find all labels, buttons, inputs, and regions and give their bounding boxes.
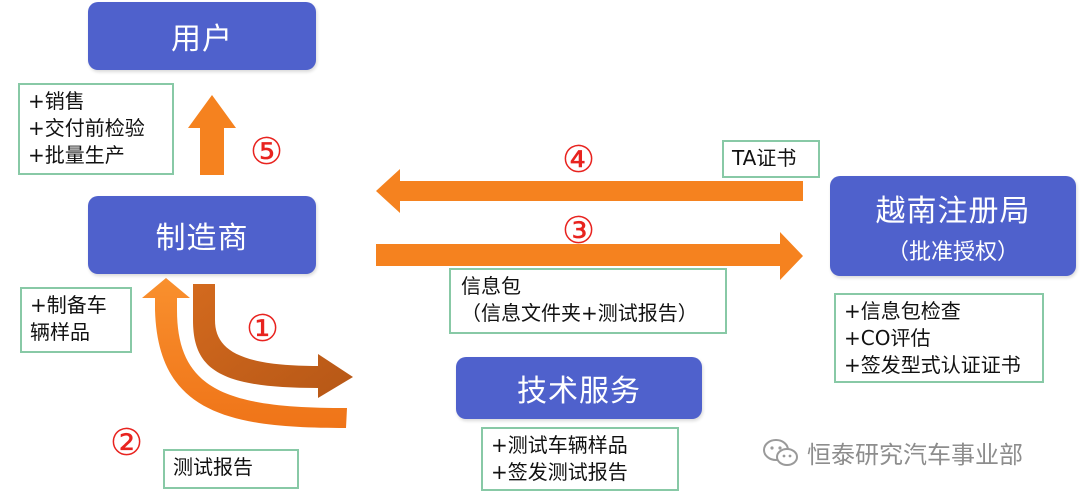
note-line: 测试报告 (173, 455, 253, 479)
watermark: 恒泰研究汽车事业部 (763, 435, 1023, 470)
wechat-icon (763, 438, 798, 466)
note-line: +CO评估 (844, 326, 931, 350)
manufacturer-box: 制造商 (88, 196, 316, 274)
test-report-note: 测试报告 (163, 449, 299, 489)
registry-tasks-note: +信息包检查 +CO评估 +签发型式认证证书 (834, 293, 1044, 383)
vehicle-samples-note: +制备车 辆样品 (20, 287, 132, 353)
step-5-label: ⑤ (250, 130, 284, 173)
note-line: +测试车辆样品 (491, 433, 628, 457)
arrow-2-curved (142, 278, 347, 428)
arrow-5-up (188, 95, 236, 175)
note-line: +签发测试报告 (491, 460, 628, 484)
arrow-3-right (376, 232, 803, 280)
note-line: TA证书 (732, 146, 797, 170)
manufacturer-tasks-note: +销售 +交付前检验 +批量生产 (18, 83, 174, 175)
tech-service-label: 技术服务 (517, 374, 641, 409)
note-line: +交付前检验 (28, 116, 145, 140)
arrow-4-left (376, 169, 803, 213)
step-4-label: ④ (562, 138, 596, 181)
registry-box: 越南注册局 （批准授权） (830, 176, 1076, 276)
note-line: （信息文件夹+测试报告） (461, 301, 698, 325)
registry-title: 越南注册局 (875, 194, 1031, 229)
watermark-text: 恒泰研究汽车事业部 (807, 441, 1023, 469)
note-line: +信息包检查 (844, 299, 961, 323)
step-2-label: ② (110, 421, 144, 464)
note-line: +制备车 (30, 293, 107, 317)
tech-service-box: 技术服务 (456, 357, 702, 419)
user-label: 用户 (171, 22, 233, 57)
user-box: 用户 (88, 2, 316, 70)
step-1-label: ① (246, 307, 280, 350)
arrow-1-curved (193, 284, 353, 398)
note-line: 信息包 (461, 274, 521, 298)
info-package-note: 信息包 （信息文件夹+测试报告） (449, 268, 727, 334)
registry-subtitle: （批准授权） (886, 240, 1019, 265)
note-line: +销售 (28, 89, 85, 113)
step-3-label: ③ (562, 209, 596, 252)
note-line: 辆样品 (30, 320, 90, 344)
note-line: +签发型式认证证书 (844, 353, 1021, 377)
note-line: +批量生产 (28, 143, 125, 167)
manufacturer-label: 制造商 (155, 221, 249, 256)
tech-tasks-note: +测试车辆样品 +签发测试报告 (481, 427, 679, 491)
ta-certificate-note: TA证书 (722, 140, 820, 178)
